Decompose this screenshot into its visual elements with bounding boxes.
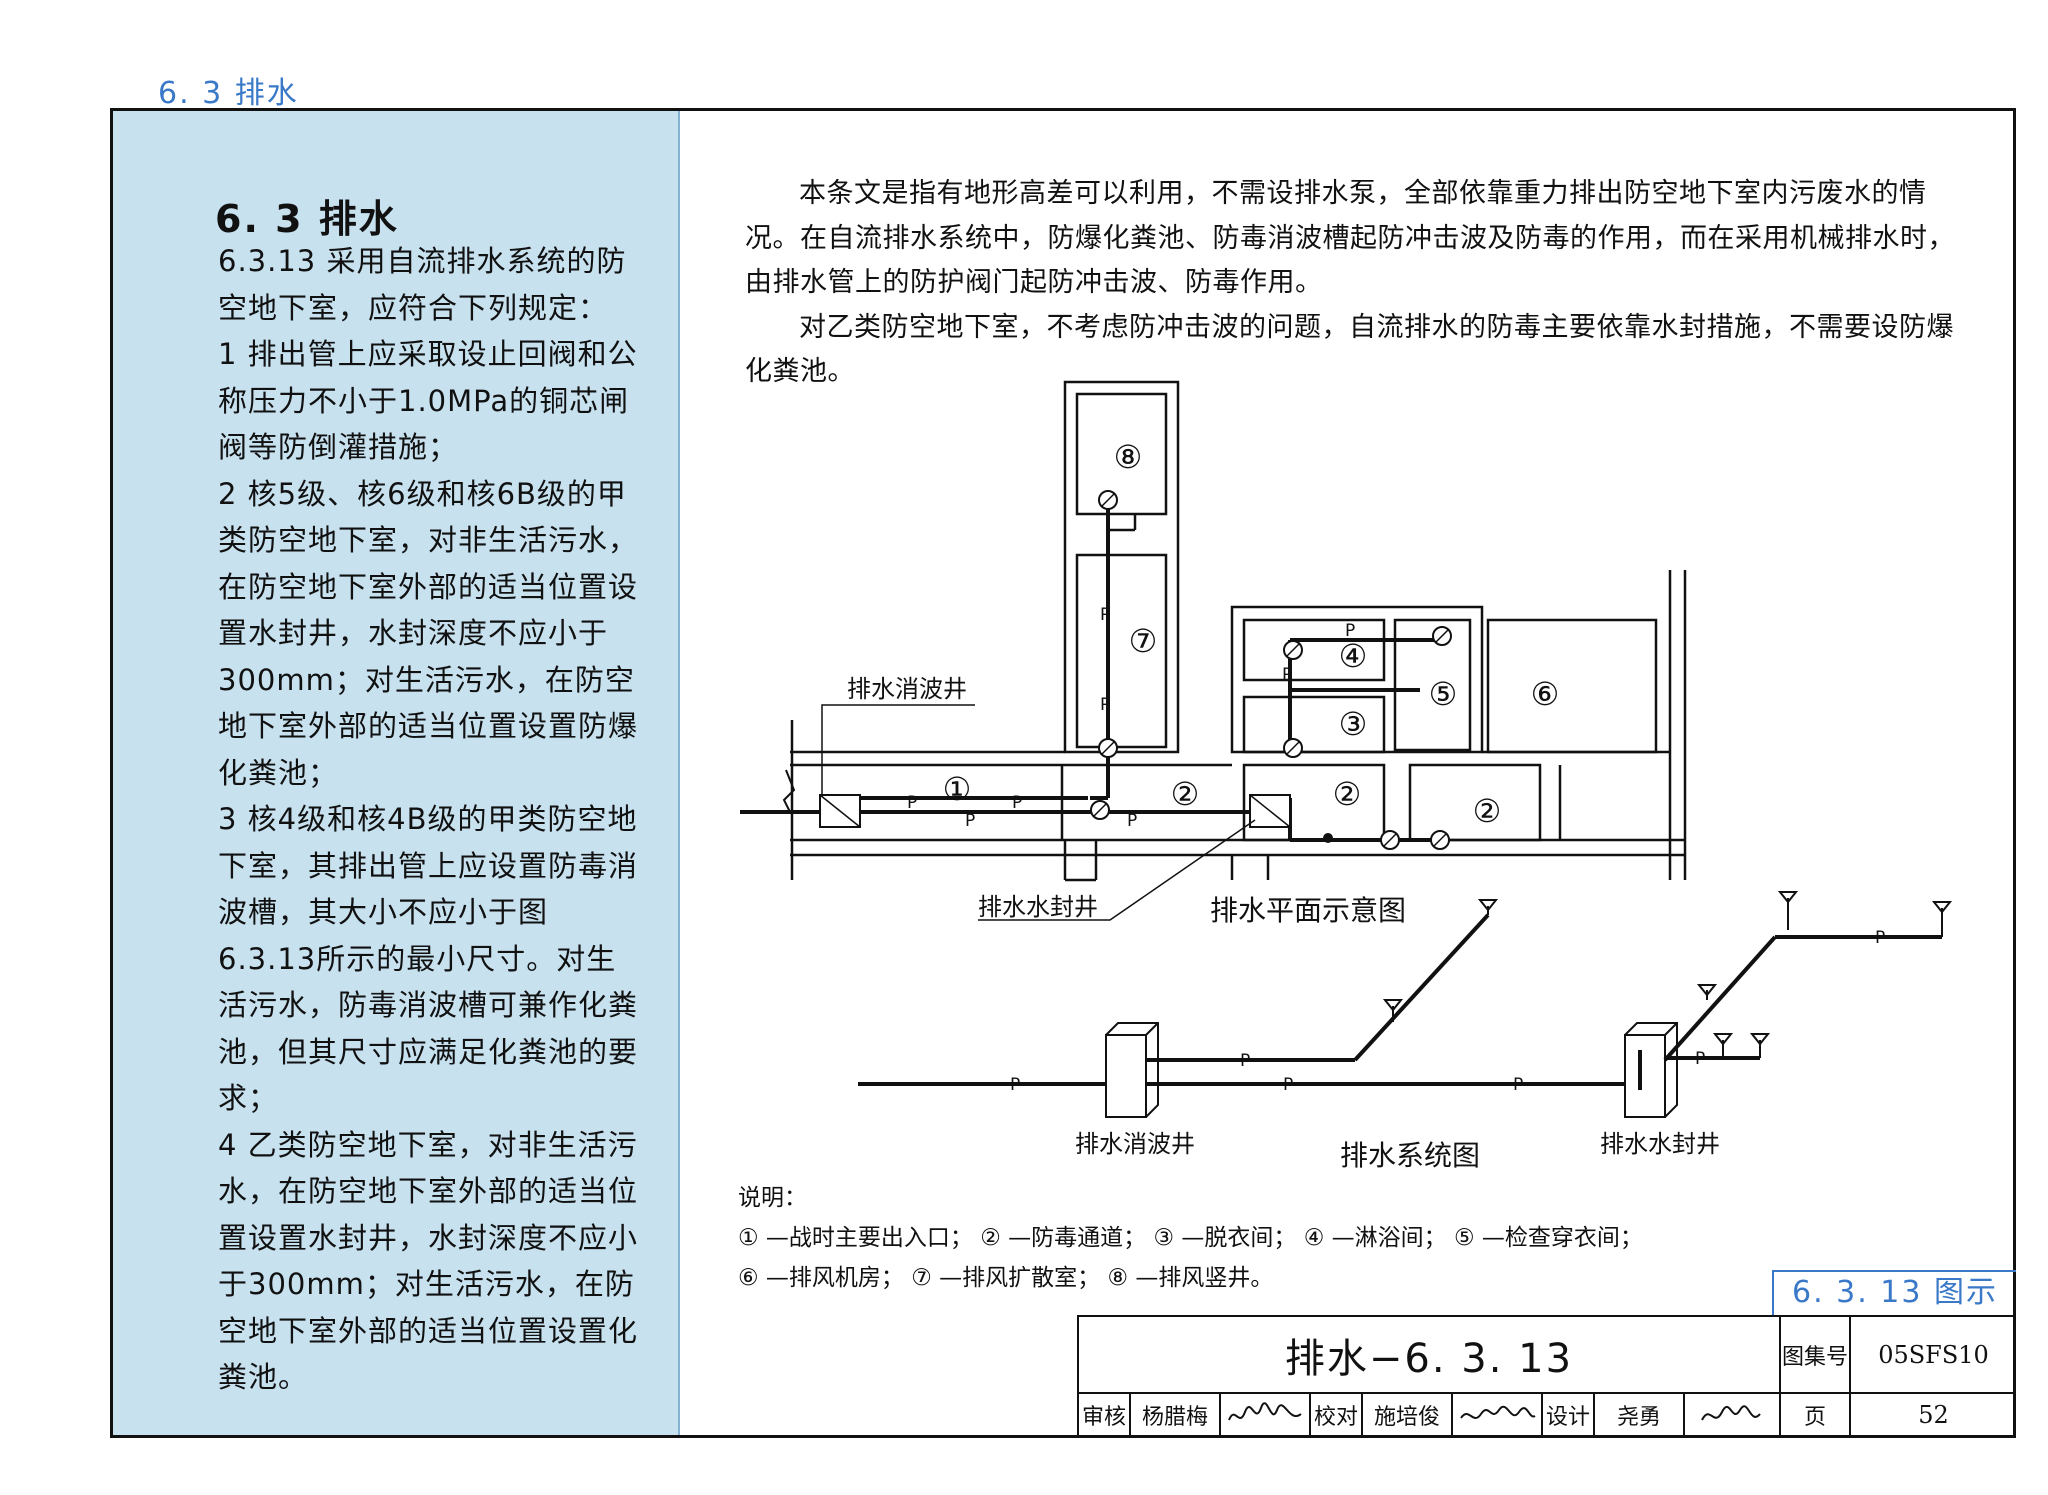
designer-signature bbox=[1685, 1394, 1781, 1435]
notes-heading: 说明： bbox=[738, 1185, 807, 1211]
pipe-label-p: P bbox=[1127, 811, 1137, 831]
designer-name: 尧勇 bbox=[1595, 1394, 1685, 1435]
pipe-label-p: P bbox=[1875, 928, 1885, 948]
page-label: 页 bbox=[1781, 1394, 1851, 1435]
section-header: 6. 3 排水 bbox=[158, 76, 299, 111]
clause-item-4: 4 乙类防空地下室，对非生活污水，在防空地下室外部的适当位置设置水封井，水封深度… bbox=[218, 1127, 639, 1395]
code-text-panel bbox=[113, 111, 680, 1435]
sheet-tag: 6. 3. 13 图示 bbox=[1772, 1270, 2016, 1315]
pipe-label-p: P bbox=[1010, 1075, 1020, 1095]
checker-name: 施培俊 bbox=[1363, 1394, 1453, 1435]
page-number: 52 bbox=[1918, 1400, 1949, 1429]
pipe-label-p: P bbox=[1283, 1075, 1293, 1095]
code-clauses: 6.3.13 采用自流排水系统的防空地下室，应符合下列规定： 1 排出管上应采取… bbox=[218, 238, 638, 1401]
pipe-label-p: P bbox=[907, 793, 917, 813]
plan-pipe-labels: P P P P P P P P bbox=[907, 605, 1355, 831]
review-label: 审核 bbox=[1079, 1394, 1131, 1435]
drainage-diagram: P P P P P P P P ⑧ ⑦ ① ② ② ② ③ ④ ⑤ ⑥ 排水消波… bbox=[740, 380, 1953, 1170]
room-numbers: ⑧ ⑦ ① ② ② ② ③ ④ ⑤ ⑥ bbox=[943, 438, 1560, 830]
pipe-label-p: P bbox=[1345, 621, 1355, 641]
system-wave-well bbox=[1105, 1022, 1159, 1118]
room-2-label: ② bbox=[1333, 775, 1362, 813]
system-pipe-labels: P P P P P P bbox=[1010, 928, 1885, 1095]
reviewer-signature bbox=[1221, 1394, 1311, 1435]
explanation-paragraph-1: 本条文是指有地形高差可以利用，不需设排水泵，全部依靠重力排出防空地下室内污废水的… bbox=[745, 178, 1955, 298]
system-water-seal-label: 排水水封井 bbox=[1600, 1130, 1720, 1158]
room-3-label: ③ bbox=[1339, 705, 1368, 743]
atlas-number: 05SFS10 bbox=[1851, 1317, 2016, 1394]
system-title: 排水系统图 bbox=[1340, 1139, 1480, 1170]
pipe-label-p: P bbox=[1695, 1049, 1705, 1069]
room-4-label: ④ bbox=[1339, 637, 1368, 675]
explanation-text: 本条文是指有地形高差可以利用，不需设排水泵，全部依靠重力排出防空地下室内污废水的… bbox=[745, 172, 1975, 395]
atlas-label: 图集号 bbox=[1781, 1317, 1851, 1394]
clause-item-3: 3 核4级和核4B级的甲类防空地下室，其排出管上应设置防毒消波槽，其大小不应小于… bbox=[218, 802, 639, 1115]
room-6-label: ⑥ bbox=[1531, 675, 1560, 713]
design-label: 设计 bbox=[1543, 1394, 1595, 1435]
water-seal-leader-label: 排水水封井 bbox=[978, 893, 1098, 921]
plan-title: 排水平面示意图 bbox=[1210, 894, 1406, 927]
room-8-label: ⑧ bbox=[1114, 438, 1143, 476]
check-label: 校对 bbox=[1311, 1394, 1363, 1435]
pipe-label-p: P bbox=[1282, 665, 1292, 685]
pipe-label-p: P bbox=[965, 811, 975, 831]
reviewer-name: 杨腊梅 bbox=[1131, 1394, 1221, 1435]
room-5-label: ⑤ bbox=[1429, 675, 1458, 713]
room-7-label: ⑦ bbox=[1129, 622, 1158, 660]
left-panel-title: 6. 3 排水 bbox=[215, 197, 399, 241]
system-pipes bbox=[858, 913, 1942, 1086]
notes-line-2: ⑥ —排风机房； ⑦ —排风扩散室； ⑧ —排风竖井。 bbox=[738, 1265, 1274, 1291]
title-block: 排水−6. 3. 13 图集号 05SFS10 审核 杨腊梅 校对 施培俊 设计… bbox=[1077, 1315, 2016, 1435]
wave-well-leader-label: 排水消波井 bbox=[847, 675, 967, 703]
room-2-label: ② bbox=[1171, 775, 1200, 813]
plan-walls bbox=[790, 380, 1687, 882]
room-2-label: ② bbox=[1473, 792, 1502, 830]
pipe-label-p: P bbox=[1012, 793, 1022, 813]
break-symbol bbox=[782, 769, 796, 813]
legend-notes: 说明： ① —战时主要出入口； ② —防毒通道； ③ —脱衣间； ④ —淋浴间；… bbox=[738, 1178, 1643, 1298]
room-1-label: ① bbox=[943, 770, 972, 808]
drawing-frame bbox=[110, 108, 2016, 1438]
system-wave-well-label: 排水消波井 bbox=[1075, 1130, 1195, 1158]
notes-line-1: ① —战时主要出入口； ② —防毒通道； ③ —脱衣间； ④ —淋浴间； ⑤ —… bbox=[738, 1225, 1643, 1251]
drawing-title: 排水−6. 3. 13 bbox=[1079, 1317, 1781, 1394]
clause-item-1: 1 排出管上应采取设止回阀和公称压力不小于1.0MPa的铜芯闸阀等防倒灌措施； bbox=[218, 337, 638, 464]
pipe-label-p: P bbox=[1513, 1075, 1523, 1095]
clause-6-3-13: 6.3.13 采用自流排水系统的防空地下室，应符合下列规定： bbox=[218, 244, 627, 325]
system-water-seal-well bbox=[1624, 1022, 1678, 1118]
explanation-paragraph-2: 对乙类防空地下室，不考虑防冲击波的问题，自流排水的防毒主要依靠水封措施，不需要设… bbox=[745, 311, 1954, 388]
pipe-label-p: P bbox=[1100, 605, 1110, 625]
checker-signature bbox=[1453, 1394, 1543, 1435]
pipe-label-p: P bbox=[1100, 695, 1110, 715]
vent-stacks bbox=[1382, 891, 1953, 1058]
clause-item-2: 2 核5级、核6级和核6B级的甲类防空地下室，对非生活污水，在防空地下室外部的适… bbox=[218, 476, 639, 790]
pipe-label-p: P bbox=[1240, 1051, 1250, 1071]
